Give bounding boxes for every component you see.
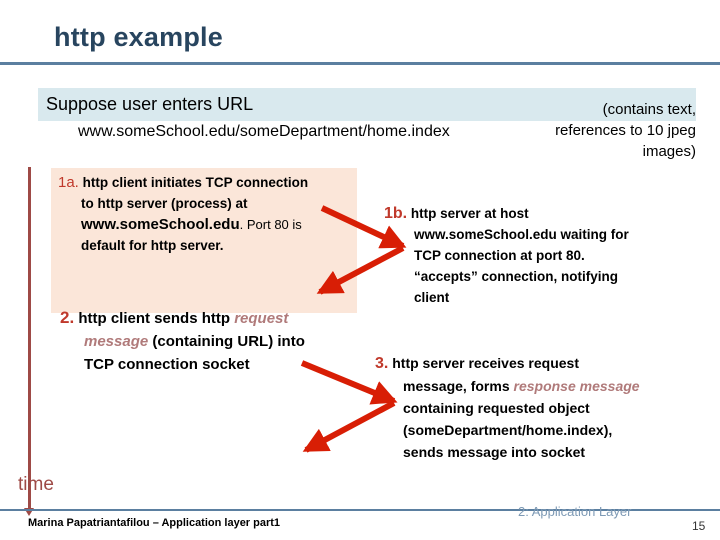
step-3-line3: containing requested object	[403, 400, 590, 416]
step-3-line4: (someDepartment/home.index),	[403, 422, 613, 438]
footer-page-number: 15	[692, 519, 706, 533]
step-1a-host: www.someSchool.edu	[81, 216, 240, 233]
step-2-line1: http client sends http	[78, 310, 235, 327]
step-2-line2: (containing URL) into	[148, 333, 305, 350]
step-1b-block: 1b. http server at host www.someSchool.e…	[384, 203, 674, 308]
title-divider	[0, 62, 720, 65]
page-title: http example	[54, 22, 223, 52]
intro-highlight-band	[38, 88, 696, 121]
step-1a-number: 1a.	[58, 174, 79, 191]
step-3-line2: message, forms	[403, 378, 514, 394]
step-2-emphasis-message: message	[84, 333, 149, 350]
step-3-number: 3.	[375, 355, 389, 372]
step-2-emphasis-request: request	[234, 310, 289, 327]
footer-author: Marina Papatriantafilou – Application la…	[28, 517, 281, 529]
step-3-block: 3. http server receives request message,…	[375, 352, 675, 463]
step-1b-line4: “accepts” connection, notifying	[414, 269, 619, 284]
step-1a-block: 1a. http client initiates TCP connection…	[58, 172, 354, 256]
time-axis-label: time	[18, 474, 54, 495]
intro-url-value: www.someSchool.edu/someDepartment/home.i…	[78, 123, 450, 140]
step-3-line5: sends message into socket	[403, 444, 586, 460]
client-steps-highlight-panel	[51, 168, 357, 313]
step-1a-line4: default for http server.	[81, 238, 224, 253]
intro-object-note: (contains text, references to 10 jpeg im…	[555, 101, 696, 160]
step-2-line3: TCP connection socket	[84, 356, 250, 373]
footer-chapter-label: 2: Application Layer	[518, 504, 632, 519]
step-2-block: 2. http client sends http request messag…	[60, 306, 356, 376]
step-1b-number: 1b.	[384, 205, 408, 222]
step-1b-line1: http server at host	[410, 206, 529, 221]
step-1b-line5: client	[414, 290, 450, 305]
step-1b-line2: www.someSchool.edu waiting for	[414, 227, 629, 242]
step-1a-port: . Port 80 is	[239, 217, 302, 232]
intro-url-prompt: Suppose user enters URL	[46, 94, 254, 114]
footer-divider	[0, 509, 720, 511]
step-2-number: 2.	[60, 308, 75, 327]
step-3-line1: http server receives request	[392, 355, 579, 371]
step-1a-line1: http client initiates TCP connection	[82, 175, 309, 190]
time-axis-arrowhead-icon	[24, 508, 34, 516]
step-3-emphasis-response: response message	[513, 378, 640, 394]
step-1a-line2: to http server (process) at	[81, 196, 248, 211]
step-1b-line3: TCP connection at port 80.	[414, 248, 585, 263]
time-axis-line	[28, 167, 31, 513]
